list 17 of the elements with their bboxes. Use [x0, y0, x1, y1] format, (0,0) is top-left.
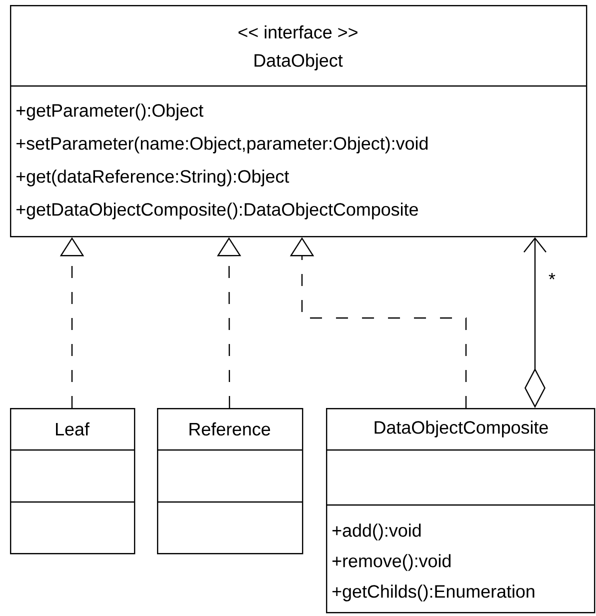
multiplicity-label: *	[548, 273, 556, 280]
method-signature: +getParameter():Object	[16, 104, 204, 120]
method-signature: +getDataObjectComposite():DataObjectComposite	[16, 202, 418, 220]
class-name: DataObject	[254, 54, 343, 70]
class-box	[326, 408, 596, 614]
method-signature: +setParameter(name:Object,parameter:Object):void	[16, 136, 428, 154]
class-name: DataObjectComposite	[374, 420, 548, 438]
method-signature: +get(dataReference:String):Object	[16, 170, 290, 186]
stereotype-label: << interface >>	[238, 25, 358, 39]
class-name: Reference	[190, 422, 270, 436]
method-signature: +add():void	[332, 524, 421, 540]
method-signature: +remove():void	[332, 554, 451, 571]
method-signature: +getChilds():Enumeration	[332, 584, 534, 602]
class-box	[157, 408, 304, 554]
class-box	[10, 5, 588, 238]
class-name: Leaf	[56, 422, 90, 436]
class-box	[10, 408, 136, 554]
